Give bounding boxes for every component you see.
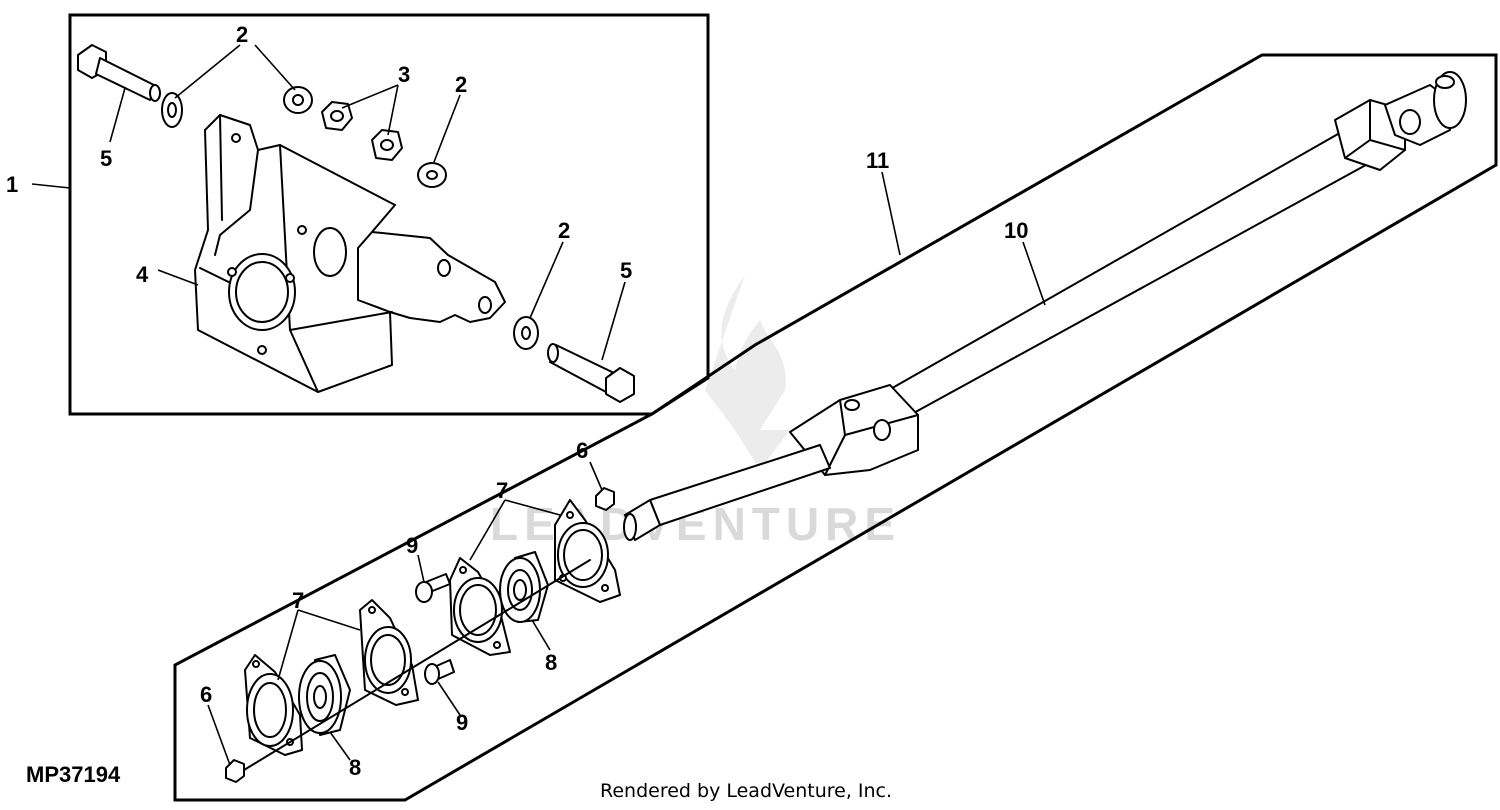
callout-5-b: 5 <box>620 258 632 283</box>
callout-6-b: 6 <box>200 682 212 707</box>
callout-4: 4 <box>136 262 149 287</box>
callout-9-a: 9 <box>406 533 418 558</box>
leader-lines <box>31 44 1046 766</box>
washer-upper-left <box>161 92 183 128</box>
callout-5-a: 5 <box>100 146 112 171</box>
washer-lower-right <box>513 316 539 350</box>
washer-upper-middle <box>283 86 313 114</box>
callout-11: 11 <box>866 148 889 173</box>
flange-lower-left <box>244 654 303 756</box>
carriage-bolt-upper <box>415 573 451 603</box>
flange-upper-middle <box>449 557 511 656</box>
washer-upper-right <box>417 162 447 188</box>
callout-2-b: 2 <box>455 72 467 97</box>
bolt-upper <box>77 44 161 102</box>
bearing-upper <box>499 551 549 623</box>
callout-10: 10 <box>1004 218 1028 243</box>
bolt-lower <box>547 343 635 403</box>
credit-line: Rendered by LeadVenture, Inc. <box>600 780 892 802</box>
nut-upper <box>321 101 353 131</box>
callout-8-a: 8 <box>545 650 557 675</box>
nut-shaft-lower <box>225 759 245 783</box>
callout-7-a: 7 <box>496 478 508 503</box>
callout-3: 3 <box>398 62 410 87</box>
bearing-lower <box>298 654 351 736</box>
callout-2-a: 2 <box>236 22 248 47</box>
callout-7-b: 7 <box>292 588 304 613</box>
carriage-bolt-lower <box>424 659 455 685</box>
callout-9-b: 9 <box>456 710 468 735</box>
assembly-centerline <box>243 559 591 771</box>
callout-1: 1 <box>6 172 18 197</box>
callout-2-c: 2 <box>558 218 570 243</box>
flange-lower-middle <box>359 599 419 706</box>
nut-lower <box>371 129 403 161</box>
watermark-logo <box>705 275 790 470</box>
nut-shaft-upper <box>595 487 615 511</box>
callout-6-a: 6 <box>576 438 588 463</box>
figure-code: MP37194 <box>26 762 121 787</box>
callout-8-b: 8 <box>349 755 361 780</box>
drive-shaft <box>623 71 1467 541</box>
shaft-group-outline <box>173 53 1498 802</box>
bracket <box>194 114 506 393</box>
